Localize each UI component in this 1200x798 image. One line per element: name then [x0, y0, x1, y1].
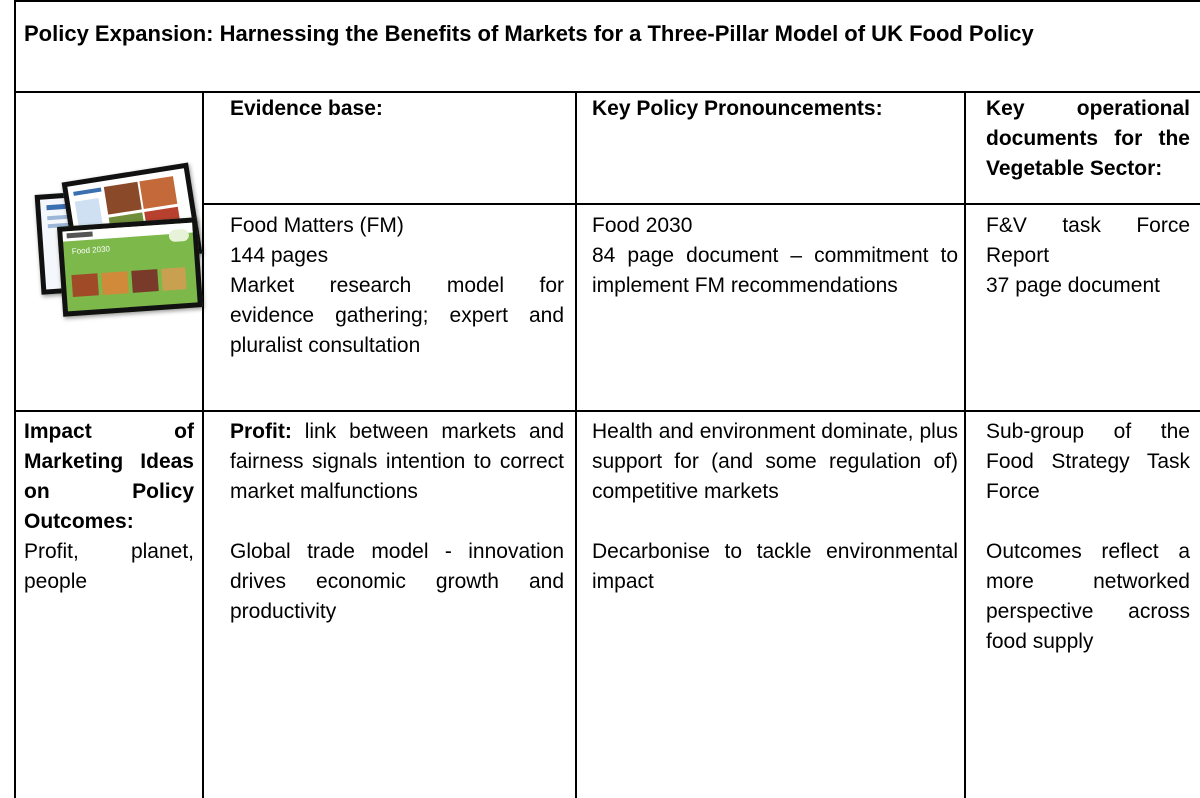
impact-evidence-cell: Profit: link between markets and fairnes…	[230, 417, 564, 627]
pronouncements-doc-description: 84 page document – commitment to impleme…	[592, 244, 958, 297]
header-key-operational-documents: Key operational documents for the Vegeta…	[986, 97, 1190, 180]
outcomes-paragraph: Outcomes reflect a more networked perspe…	[986, 540, 1190, 653]
column-divider-3	[964, 91, 966, 798]
table-border-left	[14, 0, 16, 798]
impact-sublabel: Profit, planet, people	[24, 540, 194, 593]
header-key-policy-pronouncements: Key Policy Pronouncements:	[592, 97, 883, 120]
header-row-divider	[202, 203, 1200, 205]
column-divider-1	[202, 91, 204, 798]
header-evidence-base: Evidence base:	[230, 97, 383, 120]
thumbnail-front: Food 2030	[57, 217, 203, 317]
global-trade-paragraph: Global trade model - innovation drives e…	[230, 540, 564, 623]
sub-group-paragraph: Sub-group of the Food Strategy Task Forc…	[986, 420, 1190, 503]
title-row-divider	[14, 91, 1200, 93]
operational-doc-name: F&V task Force Report	[986, 214, 1190, 267]
profit-label: Profit:	[230, 420, 292, 443]
evidence-doc-pages: 144 pages	[230, 244, 329, 267]
evidence-doc-description: Market research model for evidence gathe…	[230, 274, 564, 357]
thumbnail-front-label: Food 2030	[71, 244, 111, 257]
impact-operational-cell: Sub-group of the Food Strategy Task Forc…	[986, 417, 1190, 657]
documents-row-divider	[14, 410, 1200, 412]
health-environment-paragraph: Health and environment dominate, plus su…	[592, 420, 958, 503]
document-thumbnails: Food 2030	[30, 162, 203, 320]
decarbonise-paragraph: Decarbonise to tackle environmental impa…	[592, 540, 958, 593]
operational-doc-pages: 37 page document	[986, 274, 1160, 297]
pronouncements-documents-cell: Food 2030 84 page document – commitment …	[592, 211, 958, 301]
evidence-documents-cell: Food Matters (FM) 144 pages Market resea…	[230, 211, 564, 361]
table-title: Policy Expansion: Harnessing the Benefit…	[24, 21, 1034, 46]
impact-label-cell: Impact of Marketing Ideas on Policy Outc…	[24, 417, 194, 597]
table-border-top	[14, 0, 1200, 2]
impact-pronouncements-cell: Health and environment dominate, plus su…	[592, 417, 958, 597]
pronouncements-doc-name: Food 2030	[592, 214, 693, 237]
impact-label: Impact of Marketing Ideas on Policy Outc…	[24, 420, 194, 533]
profit-text: link between markets and fairness signal…	[230, 420, 564, 503]
evidence-doc-name: Food Matters (FM)	[230, 214, 404, 237]
column-divider-2	[575, 91, 577, 798]
profit-paragraph: Profit: link between markets and fairnes…	[230, 417, 564, 507]
operational-documents-cell: F&V task Force Report 37 page document	[986, 211, 1190, 301]
